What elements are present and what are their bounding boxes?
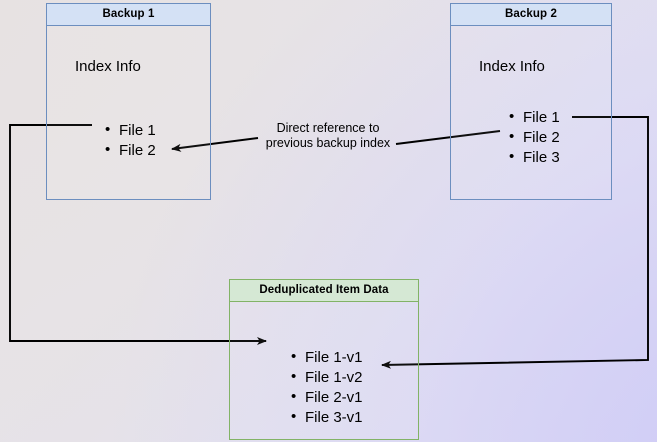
list-item: File 1-v1 bbox=[291, 347, 363, 368]
list-item: File 3-v1 bbox=[291, 407, 363, 428]
list-item: File 1 bbox=[509, 107, 560, 128]
list-item: File 2-v1 bbox=[291, 387, 363, 408]
dedup-body: File 1-v1 File 1-v2 File 2-v1 File 3-v1 bbox=[230, 302, 418, 439]
list-item: File 1-v2 bbox=[291, 367, 363, 388]
deduplicated-item-data-box[interactable]: Deduplicated Item Data File 1-v1 File 1-… bbox=[229, 279, 419, 440]
backup2-box[interactable]: Backup 2 Index Info File 1 File 2 File 3 bbox=[450, 3, 612, 200]
list-item: File 3 bbox=[509, 147, 560, 168]
backup2-body: Index Info File 1 File 2 File 3 bbox=[451, 26, 611, 199]
annotation-label: Direct reference to previous backup inde… bbox=[253, 121, 403, 151]
dedup-header: Deduplicated Item Data bbox=[230, 280, 418, 302]
backup1-index-label: Index Info bbox=[75, 58, 141, 75]
backup2-header: Backup 2 bbox=[451, 4, 611, 26]
annotation-line-1: Direct reference to bbox=[276, 121, 380, 135]
backup2-index-label: Index Info bbox=[479, 58, 545, 75]
list-item: File 2 bbox=[105, 140, 156, 161]
backup2-file-list: File 1 File 2 File 3 bbox=[491, 107, 560, 168]
list-item: File 1 bbox=[105, 120, 156, 141]
backup1-box[interactable]: Backup 1 Index Info File 1 File 2 bbox=[46, 3, 211, 200]
backup1-body: Index Info File 1 File 2 bbox=[47, 26, 210, 199]
backup1-file-list: File 1 File 2 bbox=[87, 120, 156, 161]
list-item: File 2 bbox=[509, 127, 560, 148]
dedup-item-list: File 1-v1 File 1-v2 File 2-v1 File 3-v1 bbox=[273, 347, 363, 428]
annotation-line-2: previous backup index bbox=[265, 136, 391, 150]
backup1-header: Backup 1 bbox=[47, 4, 210, 26]
